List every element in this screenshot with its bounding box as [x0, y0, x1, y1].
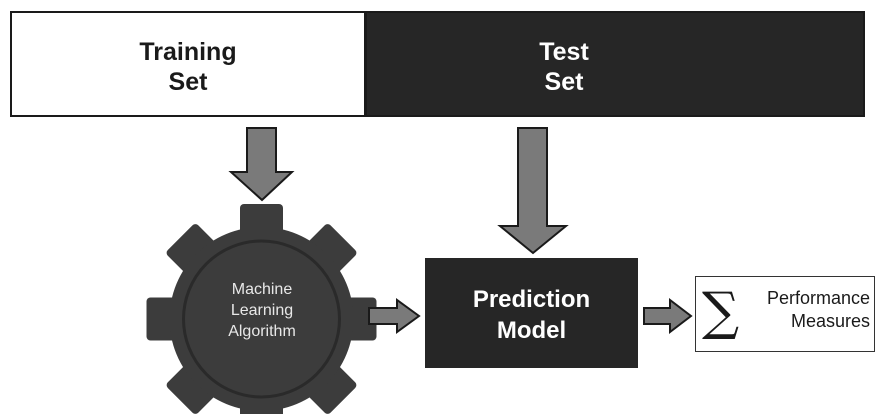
arrow-algorithm-to-model [368, 298, 421, 334]
training-set-box: Training Set [10, 11, 366, 117]
performance-measures-label-line2: Measures [790, 311, 870, 332]
training-set-label-line2: Set [168, 68, 208, 96]
prediction-model-label-line1: Prediction [472, 286, 591, 313]
arrow-model-to-performance [643, 297, 693, 335]
arrow-training-to-algorithm [228, 127, 295, 202]
performance-measures-box: ∑ Performance Measures [695, 276, 875, 352]
prediction-model-label-line2: Model [496, 317, 567, 345]
training-set-label: Training Set [12, 37, 364, 97]
test-set-label-line1: Test [539, 38, 589, 66]
performance-measures-label-line1: Performance [766, 288, 870, 308]
performance-measures-label: Performance Measures [767, 287, 870, 334]
algorithm-label-line3: Algorithm [228, 322, 296, 340]
sigma-icon: ∑ [702, 282, 740, 342]
algorithm-label: Machine Learning Algorithm [201, 280, 323, 342]
algorithm-label-line2: Learning [230, 301, 294, 319]
test-set-label-line2: Set [544, 68, 584, 96]
algorithm-label-line1: Machine [231, 281, 293, 298]
prediction-model-label: Prediction Model [425, 284, 638, 346]
prediction-model-box: Prediction Model [425, 258, 638, 368]
training-set-label-line1: Training [139, 38, 237, 66]
gear-inner-circle [182, 239, 341, 399]
arrow-test-to-model [497, 127, 569, 255]
test-set-box: Test Set [365, 11, 865, 117]
test-set-label: Test Set [367, 37, 761, 97]
